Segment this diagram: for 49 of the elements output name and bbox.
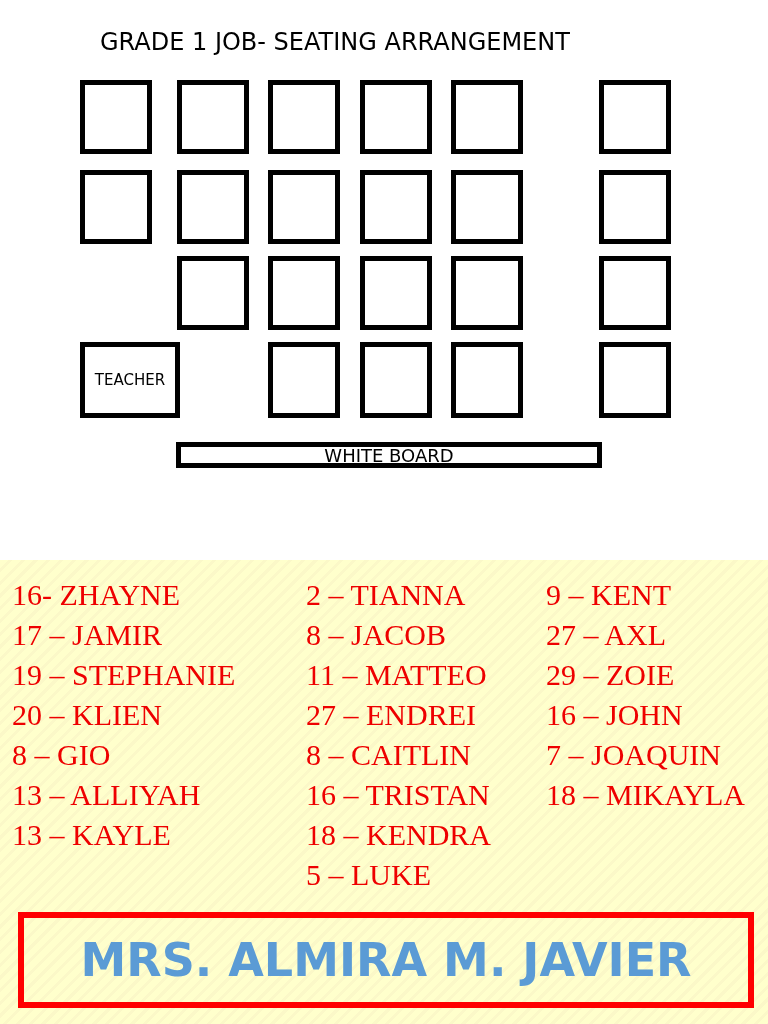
student-entry: 18 – KENDRA <box>306 818 491 852</box>
desk <box>360 170 432 244</box>
desk <box>599 80 671 154</box>
student-entry: 13 – ALLIYAH <box>12 778 201 812</box>
desk <box>177 256 249 330</box>
desk <box>268 342 340 418</box>
desk <box>268 170 340 244</box>
desk <box>80 170 152 244</box>
student-entry: 27 – ENDREI <box>306 698 476 732</box>
desk <box>177 80 249 154</box>
desk <box>177 170 249 244</box>
desk <box>599 170 671 244</box>
desk <box>451 170 523 244</box>
teacher-desk-label: TEACHER <box>94 371 166 389</box>
desk <box>360 342 432 418</box>
student-entry: 5 – LUKE <box>306 858 431 892</box>
whiteboard-label: WHITE BOARD <box>324 444 454 466</box>
student-entry: 8 – GIO <box>12 738 111 772</box>
student-entry: 20 – KLIEN <box>12 698 162 732</box>
desk <box>451 342 523 418</box>
student-entry: 29 – ZOIE <box>546 658 675 692</box>
student-entry: 8 – CAITLIN <box>306 738 471 772</box>
teacher-name: MRS. ALMIRA M. JAVIER <box>80 933 692 987</box>
student-entry: 27 – AXL <box>546 618 666 652</box>
student-entry: 9 – KENT <box>546 578 671 612</box>
student-entry: 7 – JOAQUIN <box>546 738 721 772</box>
name-banner <box>18 912 754 1008</box>
student-entry: 13 – KAYLE <box>12 818 171 852</box>
desk <box>360 256 432 330</box>
desk <box>451 256 523 330</box>
student-entry: 17 – JAMIR <box>12 618 162 652</box>
whiteboard <box>176 442 602 468</box>
desk <box>268 80 340 154</box>
desk <box>268 256 340 330</box>
desk <box>80 80 152 154</box>
student-entry: 2 – TIANNA <box>306 578 466 612</box>
desk <box>599 342 671 418</box>
student-entry: 18 – MIKAYLA <box>546 778 745 812</box>
desk <box>360 80 432 154</box>
title: GRADE 1 JOB- SEATING ARRANGEMENT <box>100 28 570 56</box>
student-entry: 16 – JOHN <box>546 698 683 732</box>
student-entry: 19 – STEPHANIE <box>12 658 236 692</box>
teacher-desk <box>80 342 180 418</box>
student-entry: 11 – MATTEO <box>306 658 487 692</box>
desk <box>599 256 671 330</box>
desk <box>451 80 523 154</box>
student-entry: 8 – JACOB <box>306 618 447 652</box>
student-entry: 16 – TRISTAN <box>306 778 490 812</box>
student-entry: 16- ZHAYNE <box>12 578 181 612</box>
